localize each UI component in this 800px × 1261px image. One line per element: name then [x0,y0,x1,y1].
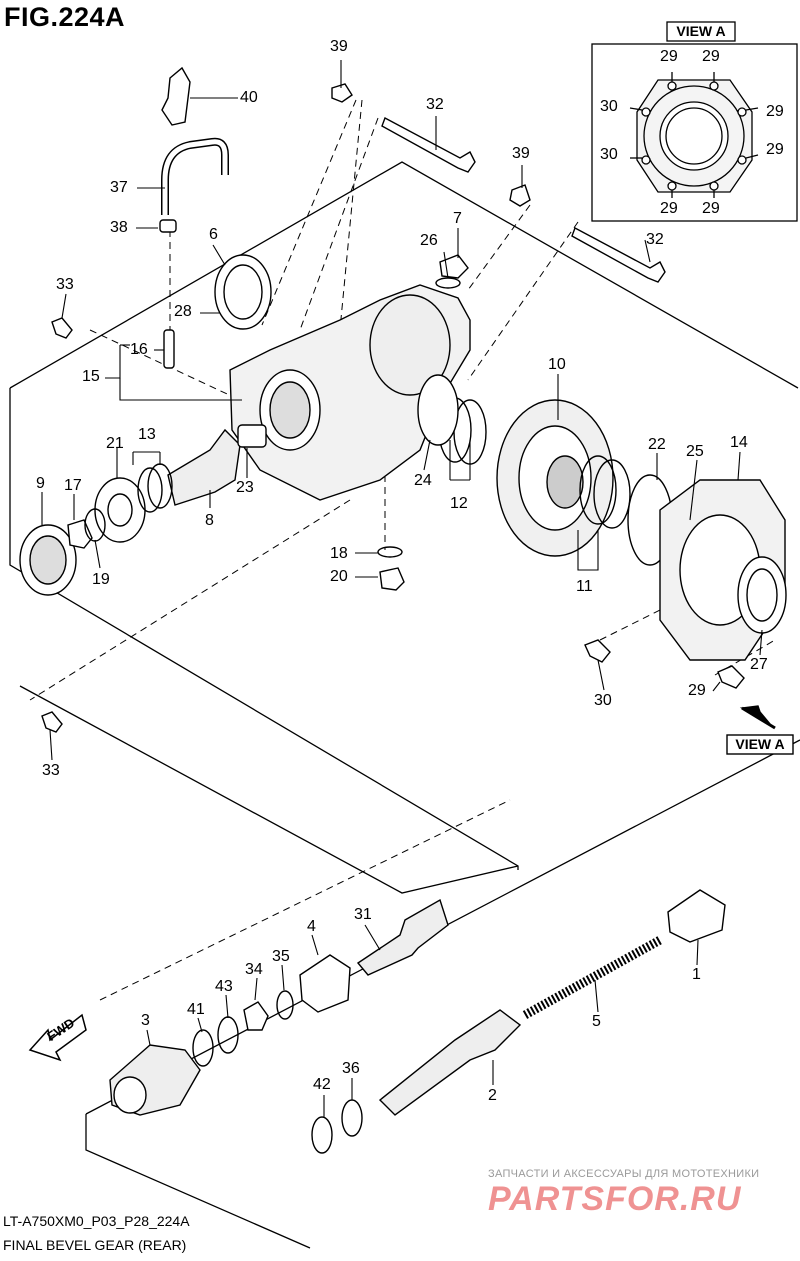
callout-29: 29 [688,682,706,699]
view-a-callout: 30 [600,98,618,115]
watermark-line1: ЗАПЧАСТИ И АКСЕССУАРЫ ДЛЯ МОТОТЕХНИКИ [488,1168,760,1180]
callout-7: 7 [453,210,462,227]
part-drawings [19,66,794,1154]
callout-11: 11 [576,578,593,595]
callout-27: 27 [750,656,768,673]
callout-14: 14 [730,434,748,451]
view-a-callout: 29 [660,200,678,217]
callout-8: 8 [205,512,214,529]
callout-40: 40 [240,89,258,106]
callout-15: 15 [82,368,100,385]
callout-18: 18 [330,545,348,562]
callout-5: 5 [592,1013,601,1030]
view-a-label-top: VIEW A [676,23,726,39]
callout-39: 39 [512,145,530,162]
callout-41: 41 [187,1001,205,1018]
callout-1: 1 [692,966,701,983]
callout-24: 24 [414,472,432,489]
callout-20: 20 [330,568,348,585]
callout-13: 13 [138,426,156,443]
callout-21: 21 [106,435,124,452]
callout-10: 10 [548,356,566,373]
callout-32: 32 [646,231,664,248]
assembly-frame [9,43,800,1249]
callout-23: 23 [236,479,254,496]
callout-12: 12 [450,495,468,512]
callout-38: 38 [110,219,128,236]
callout-37: 37 [110,179,128,196]
callout-6: 6 [209,226,218,243]
callout-33: 33 [56,276,74,293]
view-a-label-bottom: VIEW A [735,736,785,752]
callout-25: 25 [686,443,704,460]
leader-lines [41,60,763,1117]
callout-28: 28 [174,303,192,320]
callout-9: 9 [36,475,45,492]
callout-35: 35 [272,948,290,965]
callout-31: 31 [354,906,372,923]
callout-39: 39 [330,38,348,55]
figure-caption: FINAL BEVEL GEAR (REAR) [3,1237,187,1253]
view-a-callout: 29 [660,48,678,65]
view-a-callout: 30 [600,146,618,163]
callout-43: 43 [215,978,233,995]
watermark-logo: PARTSFOR.RU [488,1180,742,1218]
callout-3: 3 [141,1012,150,1029]
callout-4: 4 [307,918,316,935]
callout-22: 22 [648,436,666,453]
view-a-flange [629,72,759,198]
view-a-callout: 29 [766,103,784,120]
figure-code: LT-A750XM0_P03_P28_224A [3,1213,190,1229]
callout-17: 17 [64,477,82,494]
callout-2: 2 [488,1087,497,1104]
figure-title: FIG.224A [4,2,126,32]
callout-30: 30 [594,692,612,709]
view-a-callout: 29 [702,48,720,65]
view-a-callout: 29 [702,200,720,217]
callout-19: 19 [92,571,110,588]
callout-33: 33 [42,762,60,779]
callout-16: 16 [130,341,148,358]
callout-36: 36 [342,1060,360,1077]
callout-26: 26 [420,232,438,249]
callout-42: 42 [313,1076,331,1093]
callout-32: 32 [426,96,444,113]
view-a-callout: 29 [766,141,784,158]
callout-34: 34 [245,961,263,978]
